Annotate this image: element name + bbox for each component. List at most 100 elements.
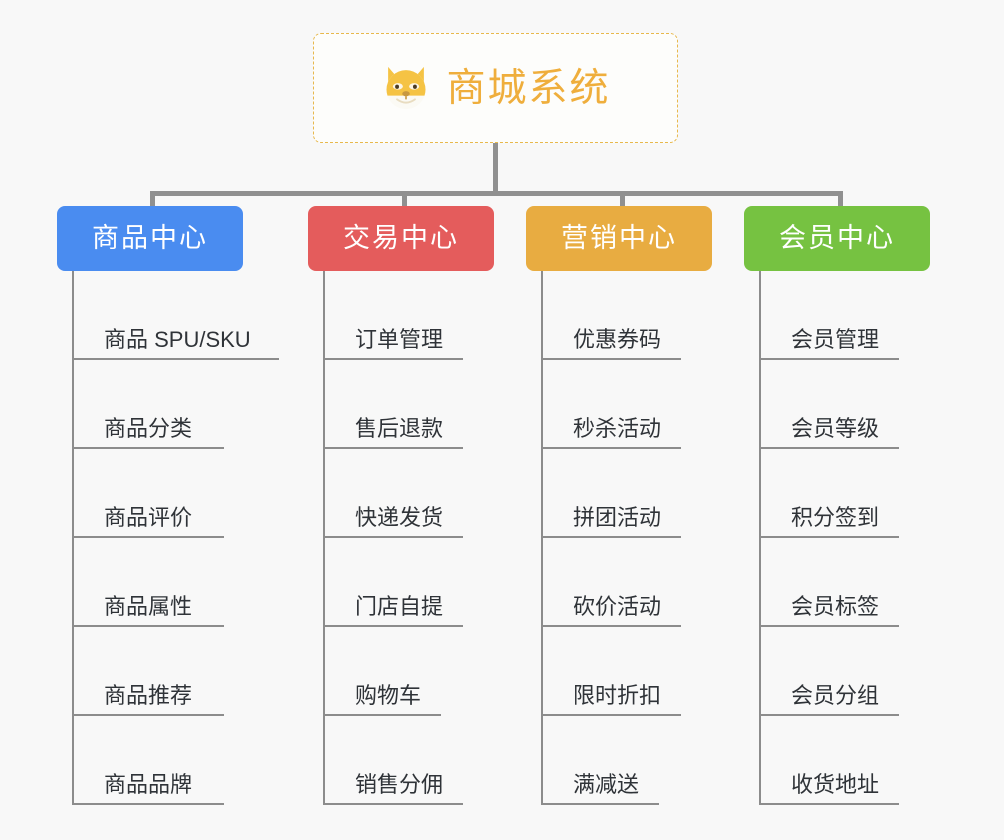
connector-stem (493, 143, 498, 193)
leaf-label: 销售分佣 (355, 772, 444, 797)
leaf-rule (323, 714, 441, 716)
column-trade-center: 交易中心 订单管理 售后退款 快递发货 门店自提 购物车 (308, 206, 494, 805)
list-item[interactable]: 积分签到 (759, 449, 930, 538)
category-box-trade-center[interactable]: 交易中心 (308, 206, 494, 271)
connector-drop-1 (150, 191, 155, 216)
leaf-rule (541, 803, 659, 805)
leaf-rule (323, 625, 463, 627)
leaf-rule (323, 803, 463, 805)
leaf-label: 会员分组 (791, 683, 880, 708)
list-item[interactable]: 满减送 (541, 716, 712, 805)
leaf-rule (541, 714, 681, 716)
leaf-label: 收货地址 (791, 772, 880, 797)
leaf-rule (541, 447, 681, 449)
leaf-rule (72, 714, 224, 716)
root-node[interactable]: 商城系统 (313, 33, 678, 143)
list-item[interactable]: 商品品牌 (72, 716, 243, 805)
leaf-label: 积分签到 (791, 505, 880, 530)
category-label: 交易中心 (343, 223, 459, 253)
leaf-rule (759, 447, 899, 449)
subtree-member-center: 会员管理 会员等级 积分签到 会员标签 会员分组 收货地址 (759, 271, 930, 805)
list-item[interactable]: 购物车 (323, 627, 494, 716)
category-box-product-center[interactable]: 商品中心 (57, 206, 243, 271)
connector-bus (150, 191, 843, 196)
leaf-rule (72, 447, 224, 449)
list-item[interactable]: 商品 SPU/SKU (72, 271, 279, 360)
dog-face-emoji (386, 66, 426, 110)
list-item[interactable]: 秒杀活动 (541, 360, 712, 449)
leaf-rule (759, 803, 899, 805)
list-item[interactable]: 收货地址 (759, 716, 930, 805)
leaf-rule (541, 358, 681, 360)
leaf-rule (541, 625, 681, 627)
connector-drop-3 (620, 191, 625, 216)
list-item[interactable]: 砍价活动 (541, 538, 712, 627)
leaf-label: 优惠券码 (573, 327, 662, 352)
leaf-label: 商品属性 (104, 594, 193, 619)
leaf-rule (323, 358, 463, 360)
leaf-label: 门店自提 (355, 594, 444, 619)
leaf-label: 商品评价 (104, 505, 193, 530)
leaf-label: 商品推荐 (104, 683, 193, 708)
tree-spine (72, 271, 74, 805)
category-box-marketing-center[interactable]: 营销中心 (526, 206, 712, 271)
leaf-label: 秒杀活动 (573, 416, 662, 441)
leaf-rule (72, 358, 279, 360)
leaf-rule (759, 714, 899, 716)
leaf-label: 商品品牌 (104, 772, 193, 797)
column-member-center: 会员中心 会员管理 会员等级 积分签到 会员标签 会员分组 (744, 206, 930, 805)
list-item[interactable]: 优惠券码 (541, 271, 712, 360)
category-label: 营销中心 (561, 223, 677, 253)
leaf-rule (72, 536, 224, 538)
list-item[interactable]: 会员等级 (759, 360, 930, 449)
leaf-label: 购物车 (355, 683, 422, 708)
leaf-label: 售后退款 (355, 416, 444, 441)
tree-spine (759, 271, 761, 805)
column-marketing-center: 营销中心 优惠券码 秒杀活动 拼团活动 砍价活动 限时折扣 (526, 206, 712, 805)
category-label: 商品中心 (92, 223, 208, 253)
column-product-center: 商品中心 商品 SPU/SKU 商品分类 商品评价 商品属性 商品推荐 (57, 206, 279, 805)
subtree-trade-center: 订单管理 售后退款 快递发货 门店自提 购物车 销售分佣 (323, 271, 494, 805)
tree-spine (541, 271, 543, 805)
leaf-label: 会员标签 (791, 594, 880, 619)
connector-drop-4 (838, 191, 843, 216)
list-item[interactable]: 销售分佣 (323, 716, 494, 805)
leaf-label: 满减送 (573, 772, 640, 797)
list-item[interactable]: 会员管理 (759, 271, 930, 360)
category-box-member-center[interactable]: 会员中心 (744, 206, 930, 271)
list-item[interactable]: 拼团活动 (541, 449, 712, 538)
leaf-rule (72, 803, 224, 805)
leaf-rule (541, 536, 681, 538)
leaf-rule (323, 447, 463, 449)
list-item[interactable]: 会员分组 (759, 627, 930, 716)
list-item[interactable]: 商品分类 (72, 360, 243, 449)
root-title: 商城系统 (446, 66, 611, 110)
leaf-label: 限时折扣 (573, 683, 662, 708)
category-label: 会员中心 (779, 223, 895, 253)
leaf-label: 砍价活动 (573, 594, 662, 619)
list-item[interactable]: 快递发货 (323, 449, 494, 538)
leaf-rule (759, 358, 899, 360)
tree-spine (323, 271, 325, 805)
leaf-rule (759, 536, 899, 538)
leaf-label: 订单管理 (355, 327, 444, 352)
list-item[interactable]: 限时折扣 (541, 627, 712, 716)
leaf-rule (759, 625, 899, 627)
leaf-label: 拼团活动 (573, 505, 662, 530)
list-item[interactable]: 商品属性 (72, 538, 243, 627)
connector-drop-2 (402, 191, 407, 216)
list-item[interactable]: 商品评价 (72, 449, 243, 538)
leaf-label: 商品分类 (104, 416, 193, 441)
leaf-label: 会员等级 (791, 416, 880, 441)
leaf-label: 商品 SPU/SKU (104, 327, 251, 352)
subtree-marketing-center: 优惠券码 秒杀活动 拼团活动 砍价活动 限时折扣 满减送 (541, 271, 712, 805)
leaf-rule (323, 536, 463, 538)
list-item[interactable]: 商品推荐 (72, 627, 243, 716)
list-item[interactable]: 会员标签 (759, 538, 930, 627)
list-item[interactable]: 售后退款 (323, 360, 494, 449)
leaf-label: 会员管理 (791, 327, 880, 352)
list-item[interactable]: 门店自提 (323, 538, 494, 627)
list-item[interactable]: 订单管理 (323, 271, 494, 360)
leaf-rule (72, 625, 224, 627)
